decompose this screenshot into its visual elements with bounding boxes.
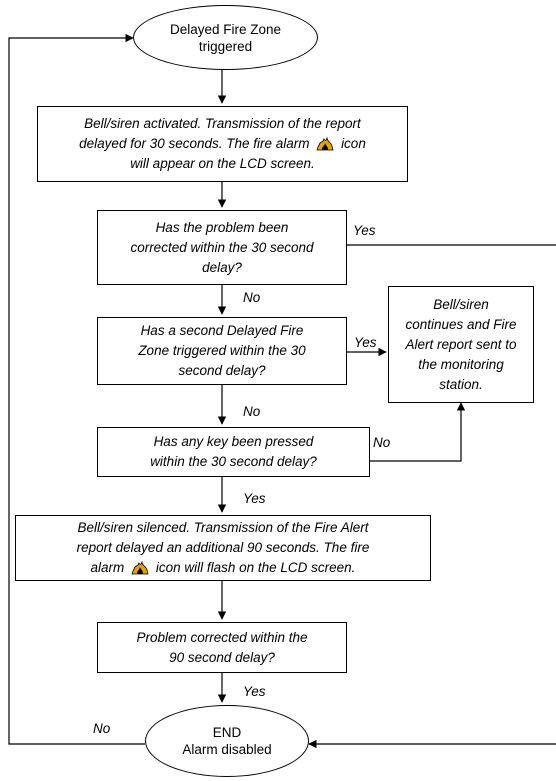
fire-alert-sent-box: Bell/siren continues and Fire Alert repo… xyxy=(388,286,534,403)
q1-line1: Has the problem been xyxy=(155,219,289,235)
problem-corrected-30-box: Has the problem been corrected within th… xyxy=(97,210,347,285)
edge-label-no-q2: No xyxy=(243,404,261,419)
start-line1: Delayed Fire Zone xyxy=(169,21,282,37)
q1-line3: delay? xyxy=(202,259,242,275)
end-line2: Alarm disabled xyxy=(182,742,272,757)
edge-label-yes-q4: Yes xyxy=(243,684,266,699)
q3-line1: Has any key been pressed xyxy=(153,434,314,449)
q4-line1: Problem corrected within the xyxy=(136,629,308,645)
alert-line4: the monitoring xyxy=(418,356,504,372)
edge-label-no-q3: No xyxy=(373,435,391,450)
edge-label-yes-q1: Yes xyxy=(353,223,376,238)
bell-activated-line3: will appear on the LCD screen. xyxy=(130,156,315,171)
key-pressed-box: Has any key been pressed within the 30 s… xyxy=(97,427,370,477)
problem-corrected-90-box: Problem corrected within the 90 second d… xyxy=(97,622,347,673)
arrow-loop-back xyxy=(8,33,145,745)
start-node: Delayed Fire Zone triggered xyxy=(133,5,318,70)
end-node: END Alarm disabled xyxy=(145,705,309,777)
edge-label-no-q1: No xyxy=(243,290,261,305)
fire-alarm-icon xyxy=(131,560,149,575)
q2-line1: Has a second Delayed Fire xyxy=(140,323,304,338)
end-line1: END xyxy=(212,725,242,740)
alert-line2: continues and Fire xyxy=(405,316,517,332)
q4-line2: 90 second delay? xyxy=(169,649,275,665)
q3-line2: within the 30 second delay? xyxy=(150,454,317,469)
start-line2: triggered xyxy=(198,38,253,54)
q2-line3: second delay? xyxy=(178,363,266,378)
bell-activated-box: Bell/siren activated. Transmission of th… xyxy=(37,106,408,182)
q1-line2: corrected within the 30 second xyxy=(130,239,314,255)
bell-activated-line2: delayed for 30 seconds. The fire alarm xyxy=(79,136,310,151)
bell-activated-line2-tail: icon xyxy=(341,136,366,151)
edge-label-yes-q3: Yes xyxy=(243,491,266,506)
alert-line1: Bell/siren xyxy=(433,296,489,312)
arrow-q3-no xyxy=(370,402,466,462)
bell-silenced-box: Bell/siren silenced. Transmission of the… xyxy=(15,515,431,581)
alert-line3: Alert report sent to xyxy=(405,336,517,352)
fire-alarm-icon xyxy=(316,136,334,151)
bell-activated-line1: Bell/siren activated. Transmission of th… xyxy=(84,116,361,131)
alert-line5: station. xyxy=(439,376,483,392)
edge-label-no-loop: No xyxy=(93,721,111,736)
silenced-line2: report delayed an additional 90 seconds.… xyxy=(76,540,370,555)
second-zone-box: Has a second Delayed Fire Zone triggered… xyxy=(97,317,347,385)
q2-line2: Zone triggered within the 30 xyxy=(138,343,306,358)
silenced-line3-head: alarm xyxy=(90,560,125,575)
silenced-line3-tail: icon will flash on the LCD screen. xyxy=(155,560,356,575)
silenced-line1: Bell/siren silenced. Transmission of the… xyxy=(77,520,369,535)
edge-label-yes-q2: Yes xyxy=(354,335,377,350)
